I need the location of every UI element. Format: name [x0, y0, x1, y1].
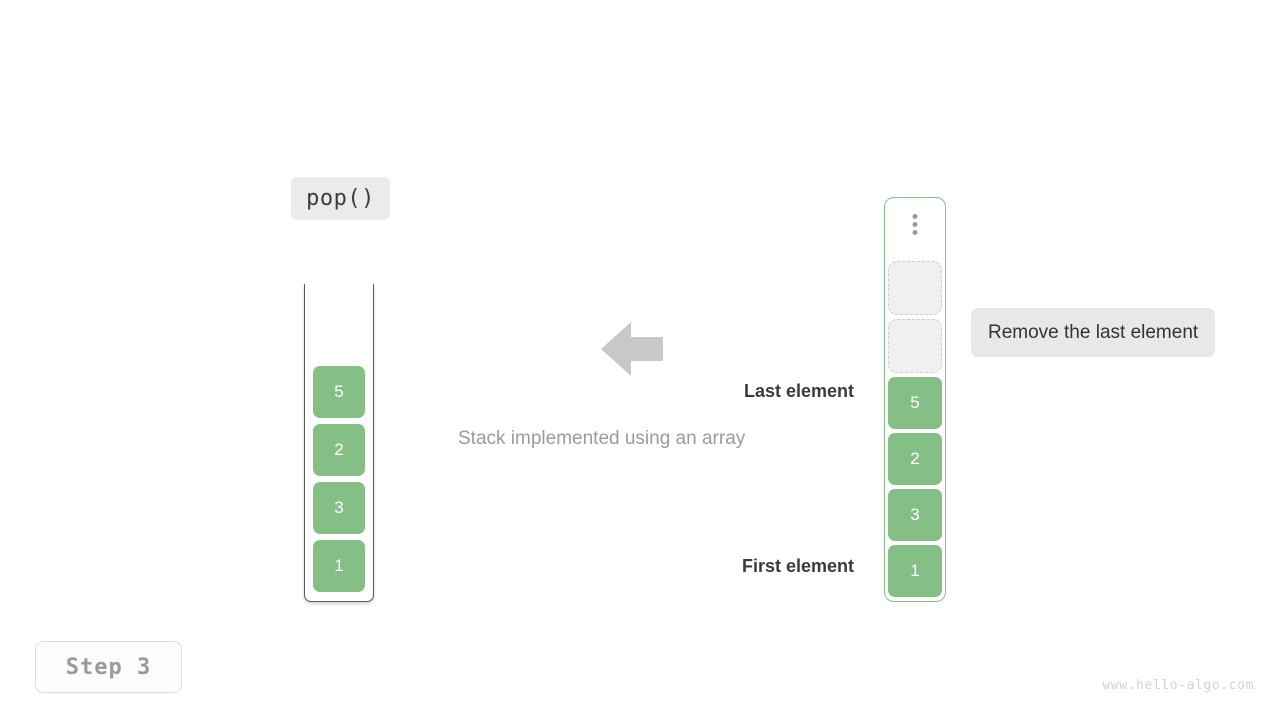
right-array-items: 5 2 3 1	[885, 261, 945, 597]
array-cell: 5	[888, 377, 942, 429]
stack-cell: 5	[313, 366, 365, 418]
array-cell: 3	[888, 489, 942, 541]
arrow-left-icon	[601, 319, 663, 379]
stack-cell: 2	[313, 424, 365, 476]
operation-label: pop()	[291, 177, 390, 220]
stack-cell: 1	[313, 540, 365, 592]
watermark: www.hello-algo.com	[1102, 678, 1254, 693]
diagram-caption: Stack implemented using an array	[458, 428, 746, 449]
left-stack-container: 5 2 3 1	[304, 284, 374, 602]
array-cell: 2	[888, 433, 942, 485]
step-badge: Step 3	[35, 641, 182, 693]
first-element-label: First element	[741, 556, 854, 576]
array-empty-slot	[888, 319, 942, 373]
array-cell: 1	[888, 545, 942, 597]
right-array-container: 5 2 3 1	[884, 197, 946, 602]
vertical-ellipsis-icon	[912, 214, 918, 235]
left-stack-items: 5 2 3 1	[304, 366, 374, 592]
last-element-label: Last element	[743, 381, 854, 401]
array-empty-slot	[888, 261, 942, 315]
stack-cell: 3	[313, 482, 365, 534]
annotation-tooltip: Remove the last element	[971, 308, 1216, 357]
